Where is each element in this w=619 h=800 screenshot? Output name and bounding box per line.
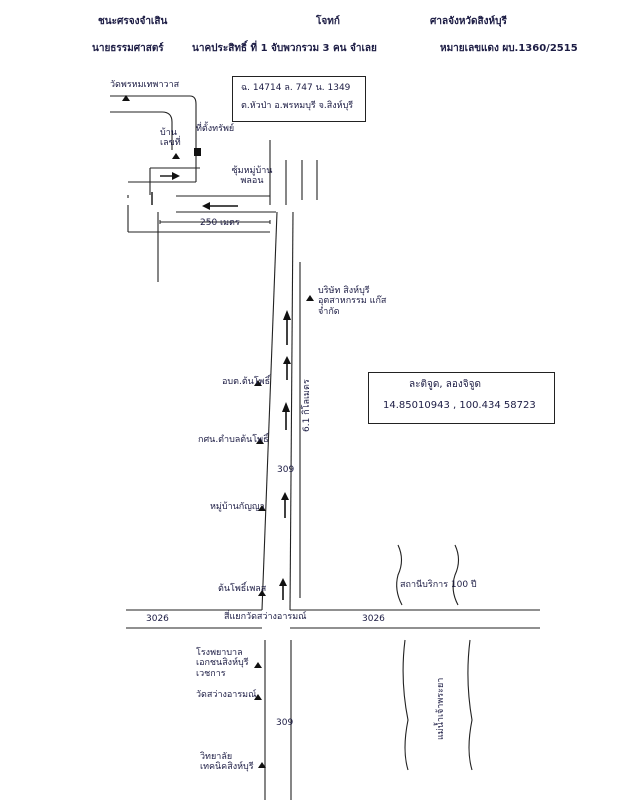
defendant-label: นาคประสิทธิ์ ที่ 1 จับพวกรวม 3 คน จำเลย <box>192 43 377 54</box>
defendant-name: นายธรรมศาสตร์ <box>92 43 164 54</box>
tonpho-village-label: ต้นโพธิ์เพลส <box>218 584 267 594</box>
junction-label: สี่แยกวัดสว่างอารมณ์ <box>224 612 307 622</box>
coordinates-box: ละติจูด, ลองจิจูด 14.85010943 , 100.434 … <box>368 372 555 424</box>
case-number: หมายเลขแดง ผบ.1360/2515 <box>440 43 578 54</box>
company-label: บริษัท สิงห์บุรี อุตสาหกรรม แก๊ส จำกัด <box>318 286 387 317</box>
house-icon <box>194 148 201 156</box>
plaintiff-label: โจทก์ <box>316 16 340 27</box>
college-label: วิทยาลัยเทคนิคสิงห์บุรี <box>200 752 254 773</box>
triangle-marker-icon <box>122 95 314 768</box>
temple-label: วัดพรหมเทพาวาส <box>110 80 180 90</box>
village-label: ซุ้มหมู่บ้านพลอน <box>231 166 273 187</box>
deed-box: ฉ. 14714 ล. 747 น. 1349 ต.หัวป่า อ.พรหมบ… <box>232 76 366 122</box>
feeder-road <box>301 160 318 200</box>
distance-250-label: 250 เมตร <box>200 218 240 228</box>
deed-number: ฉ. 14714 ล. 747 น. 1349 <box>241 83 351 93</box>
road-309-lower-label: 309 <box>276 718 294 728</box>
arrow-up-icon <box>279 310 291 600</box>
arrow-left-icon <box>151 172 238 210</box>
gas-station-label: สถานีบริการ 100 ปี <box>400 580 477 590</box>
main-road-309 <box>261 211 294 800</box>
distance-markers <box>159 220 301 598</box>
local-roads <box>110 95 287 282</box>
osot-label: อบต.ต้นโพธิ์ <box>222 377 271 387</box>
coordinates-value: 14.85010943 , 100.434 58723 <box>383 400 536 411</box>
distance-61-label: 6.1 กิโลเมตร <box>302 379 312 432</box>
road-3026 <box>126 609 540 629</box>
coordinates-title: ละติจูด, ลองจิจูด <box>409 379 481 390</box>
court-name: ศาลจังหวัดสิงห์บุรี <box>430 16 507 27</box>
site-label: ที่ตั้งทรัพย์ <box>196 124 235 134</box>
house-label: บ้านเลขที่ <box>160 128 181 149</box>
tessaban-label: กศน.ตำบลต้นโพธิ์ <box>198 435 269 445</box>
river <box>396 544 473 771</box>
village-gym-label: หมู่บ้านกัญญา <box>210 502 265 512</box>
road-3026-right-label: 3026 <box>362 614 385 624</box>
road-3026-left-label: 3026 <box>146 614 169 624</box>
plaintiff-name: ชนะศรจงจำเสิน <box>98 16 168 27</box>
deed-location: ต.หัวป่า อ.พรหมบุรี จ.สิงห์บุรี <box>241 101 354 111</box>
hospital-label: โรงพยาบาลเอกชนสิงห์บุรีเวชการ <box>196 648 249 679</box>
river-label: แม่น้ำเจ้าพระยา <box>436 677 446 740</box>
road-309-upper-label: 309 <box>277 465 295 475</box>
school-sawang-label: วัดสว่างอารมณ์ <box>196 690 257 700</box>
